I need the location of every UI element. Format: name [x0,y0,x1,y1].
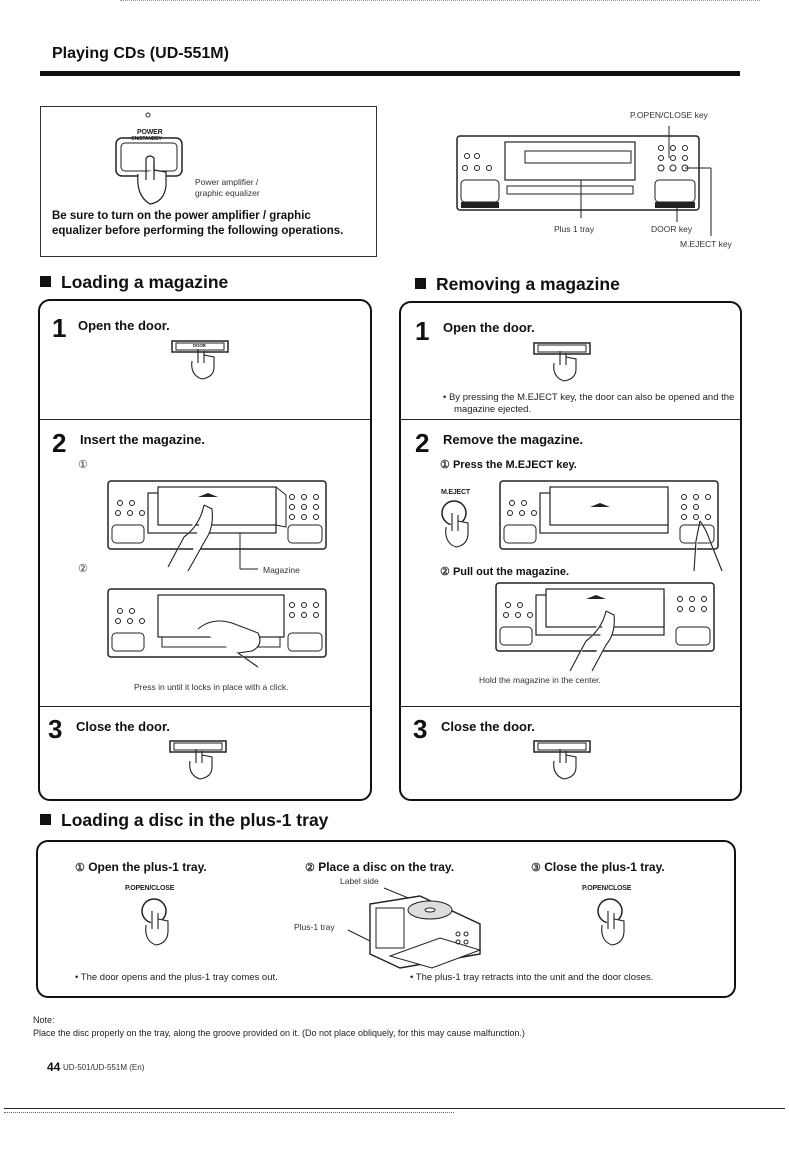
note-label: Note: [33,1015,55,1025]
section-bullet-square [415,278,426,289]
removing-section-title: Removing a magazine [415,274,620,295]
step-divider [401,706,740,707]
magazine-label: Magazine [263,565,300,575]
place-disc-illustration [347,887,482,969]
meject-bullet-note: • By pressing the M.EJECT key, the door … [443,392,735,415]
step-divider [40,419,370,420]
pull-magazine-illustration [495,582,715,672]
step-divider [401,419,740,420]
header-rule [40,71,740,76]
insert-magazine-illustration [107,480,327,572]
door-button-illustration [171,340,229,380]
door-button-illustration [169,740,227,780]
step-title: Remove the magazine. [443,432,584,447]
loading-magazine-panel [38,299,372,801]
power-label: POWER [137,129,163,136]
push-magazine-illustration [107,588,327,668]
press-caption: Press in until it locks in place with a … [134,682,289,692]
section-bullet-square [40,814,51,825]
step-title: Open the door. [443,320,535,335]
step-title: Open the door. [78,318,170,333]
bottom-scan-line-dotted [4,1112,454,1114]
door-key-label: DOOR key [651,224,693,234]
sub-step-pull-out: ② Pull out the magazine. [440,566,570,578]
disc-section-title: Loading a disc in the plus-1 tray [40,810,328,831]
power-instruction-box [40,106,377,257]
door-button-illustration [533,342,591,382]
step-number: 2 [52,428,67,458]
meject-label: M.EJECT [441,489,470,496]
disc-step-close: ③ Close the plus-1 tray. [531,860,665,874]
label-side-caption: Label side [340,876,379,886]
disc-step-open: ① Open the plus-1 tray. [75,860,207,874]
step-divider [40,706,370,707]
popen-close-label: P.OPEN/CLOSE [125,885,175,892]
popen-button-illustration [597,898,625,946]
step-title: Close the door. [441,719,535,734]
sub-step-press-meject: ① Press the M.EJECT key. [440,459,577,471]
popen-close-label: P.OPEN/CLOSE [582,885,632,892]
device-caption-2: graphic equalizer [195,188,260,198]
meject-key-label: M.EJECT key [680,239,732,249]
door-button-label: DOOR [193,343,206,348]
page-title: Playing CDs (UD-551M) [52,45,229,62]
sub-step-marker: ② [78,563,88,575]
power-note: Be sure to turn on the power amplifier /… [52,210,344,237]
note-text: Place the disc properly on the tray, alo… [33,1028,525,1038]
step-number: 3 [413,714,428,744]
unit-front-diagram [456,126,712,236]
plus1-tray-label: Plus 1 tray [554,224,595,234]
step-number: 1 [415,316,430,346]
meject-button-illustration [441,500,469,548]
step-title: Close the door. [76,719,170,734]
loading-section-title: Loading a magazine [40,272,228,293]
door-button-illustration [533,740,591,780]
popen-button-illustration [141,898,169,946]
disc-bullet-close: • The plus-1 tray retracts into the unit… [410,972,654,983]
page-number: 44 [47,1060,61,1074]
disc-step-place: ② Place a disc on the tray. [305,860,455,874]
power-sub-label: ON/STANDBY [131,136,162,142]
removing-magazine-panel [399,301,742,801]
step-number: 2 [415,428,430,458]
eject-magazine-illustration [499,480,723,572]
model-number: UD-501/UD-551M (En) [63,1063,145,1072]
step-number: 3 [48,714,63,744]
bottom-scan-line [4,1108,785,1111]
disc-loading-panel [36,840,736,998]
top-scan-line [120,0,760,3]
step-number: 1 [52,313,67,343]
hold-caption: Hold the magazine in the center. [479,675,601,685]
disc-bullet-open: • The door opens and the plus-1 tray com… [75,972,278,983]
power-button-illustration [115,112,183,205]
sub-step-marker: ① [78,459,88,471]
plus1-tray-caption: Plus-1 tray [294,922,335,932]
step-title: Insert the magazine. [80,432,205,447]
popen-close-key-label: P.OPEN/CLOSE key [630,110,708,120]
section-bullet-square [40,276,51,287]
device-caption-1: Power amplifier / [195,177,259,187]
